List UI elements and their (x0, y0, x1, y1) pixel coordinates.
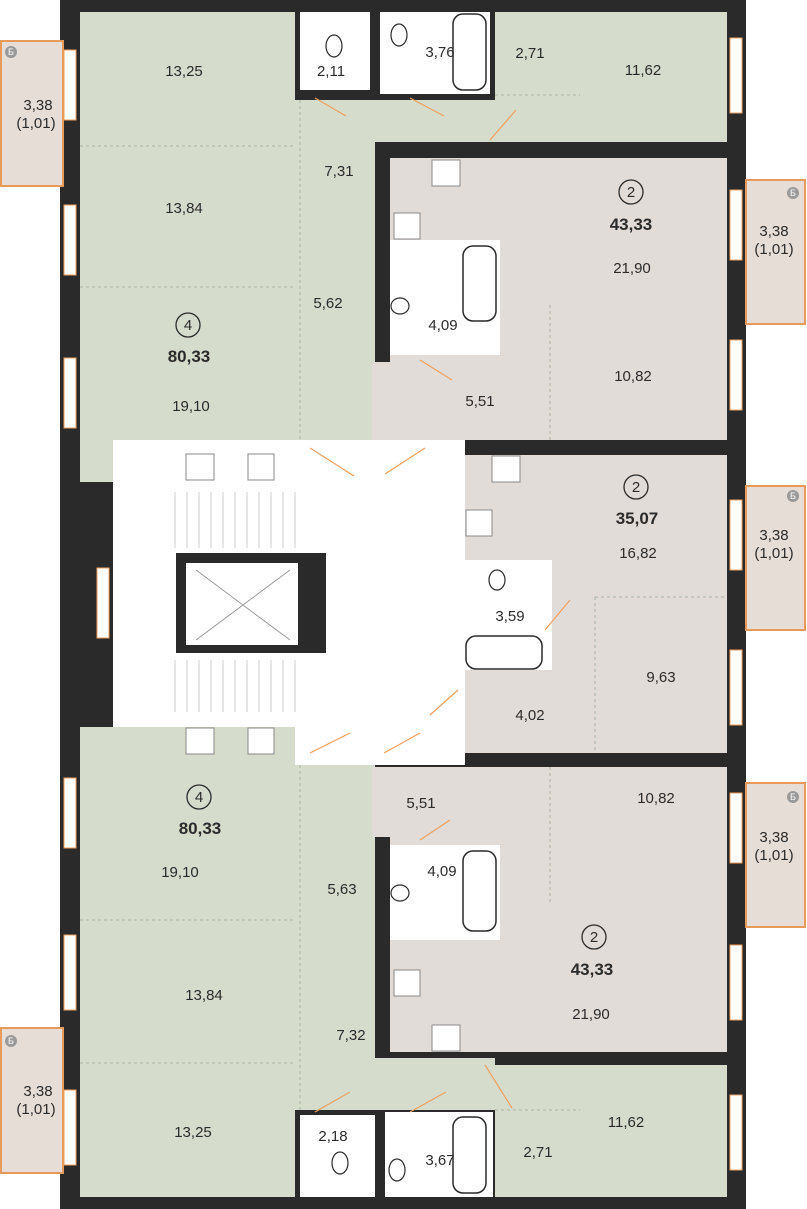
room-area: 4,02 (515, 707, 544, 724)
apartment-total-area: 80,33 (179, 819, 222, 838)
room-area: 3,59 (495, 608, 524, 625)
room-area: 4,09 (427, 863, 456, 880)
balcony-badge-label: Б (8, 1036, 14, 1046)
balcony-badge (5, 46, 17, 58)
room-bottom-left-hall (375, 1058, 495, 1110)
room-area: 3,67 (425, 1152, 454, 1169)
balcony-area: 3,38 (759, 829, 788, 846)
room-top-left-kitchen (495, 12, 727, 142)
room-area: 13,84 (185, 987, 223, 1004)
room-area: 19,10 (161, 864, 199, 881)
rooms-count: 4 (195, 789, 203, 806)
room-area: 13,25 (174, 1124, 212, 1141)
balcony-badge (787, 791, 799, 803)
room-area: 10,82 (614, 368, 652, 385)
balcony-badge-label: Б (8, 47, 14, 57)
room-area: 2,18 (318, 1128, 347, 1145)
rooms-circle (175, 312, 201, 338)
room-area: 5,62 (313, 295, 342, 312)
rooms-circle (186, 784, 212, 810)
stoves (185, 159, 521, 1052)
balcony-reduced-area: (1,01) (754, 545, 793, 562)
zone-dividers (80, 94, 727, 1111)
rooms-circle (618, 179, 644, 205)
stair-steps-upper (174, 492, 296, 548)
room-area: 4,09 (428, 317, 457, 334)
apartment-total-area: 35,07 (616, 509, 659, 528)
windows (63, 37, 743, 1171)
apartment-total-area: 43,33 (610, 215, 653, 234)
rooms-circle (623, 474, 649, 500)
room-area: 11,62 (625, 62, 661, 79)
apartment-total-area: 43,33 (571, 960, 614, 979)
balcony-badge (787, 187, 799, 199)
room-area: 16,82 (619, 545, 657, 562)
apartment-total-area: 80,33 (168, 347, 211, 366)
room-area: 2,71 (523, 1144, 552, 1161)
room-area: 7,31 (324, 163, 353, 180)
room-area: 10,82 (637, 790, 675, 807)
balcony-1: Б 3,38 (1,01) (0, 40, 64, 187)
stair-steps-lower (174, 660, 296, 712)
lift-cross-2 (195, 569, 291, 641)
room-top-right-entry (372, 362, 472, 440)
balcony-2: Б 3,38 (1,01) (745, 179, 806, 325)
room-area: 13,25 (165, 63, 203, 80)
room-bottom-right-entry (372, 767, 472, 837)
apartment-label-middle-right: 2 35,07 (616, 474, 659, 528)
room-area: 21,90 (572, 1006, 610, 1023)
sinks (247, 212, 493, 997)
balcony-reduced-area: (1,01) (16, 1101, 55, 1118)
balcony-badge (787, 490, 799, 502)
room-bottom-left-corridor (295, 765, 375, 1110)
balcony-4: Б 3,38 (1,01) (745, 782, 806, 928)
room-bottom-left-kitchen (495, 1065, 727, 1197)
balcony-reduced-area: (1,01) (754, 241, 793, 258)
balcony-badge-label: Б (790, 792, 796, 802)
rooms-count: 4 (184, 317, 192, 334)
balcony-area: 3,38 (759, 527, 788, 544)
balcony-badge (5, 1035, 17, 1047)
room-area: 5,51 (465, 393, 494, 410)
apartment-label-bottom-left: 4 80,33 (179, 784, 222, 838)
rooms-count: 2 (632, 479, 640, 496)
apartment-label-top-right: 2 43,33 (610, 179, 653, 234)
room-area: 3,76 (425, 44, 454, 61)
rooms-count: 2 (590, 929, 598, 946)
balcony-badge-label: Б (790, 491, 796, 501)
bath-fixtures (452, 13, 543, 1194)
balcony-area: 3,38 (759, 223, 788, 240)
balcony-reduced-area: (1,01) (16, 115, 55, 132)
room-top-left-main (80, 12, 295, 482)
room-area: 7,32 (336, 1027, 365, 1044)
room-area: 2,71 (515, 45, 544, 62)
door-swings (309, 97, 571, 1113)
balcony-reduced-area: (1,01) (754, 847, 793, 864)
room-area: 19,10 (172, 398, 210, 415)
room-area: 11,62 (608, 1114, 644, 1131)
wc-fixtures (325, 23, 506, 1182)
balcony-3: Б 3,38 (1,01) (745, 485, 806, 631)
room-area: 21,90 (613, 260, 651, 277)
rooms-count: 2 (627, 184, 635, 201)
room-area: 5,51 (406, 795, 435, 812)
apartment-label-bottom-right: 2 43,33 (571, 924, 614, 979)
apartment-label-top-left: 4 80,33 (168, 312, 211, 366)
room-area: 9,63 (646, 669, 675, 686)
room-bottom-left-main (80, 727, 295, 1197)
room-area-labels: 13,25 2,11 3,76 2,71 11,62 7,31 13,84 5,… (161, 44, 675, 1169)
balcony-5: Б 3,38 (1,01) (0, 1027, 64, 1174)
room-top-left-hall (375, 100, 495, 142)
balcony-area: 3,38 (23, 97, 52, 114)
room-area: 13,84 (165, 200, 203, 217)
room-area: 5,63 (327, 881, 356, 898)
rooms-circle (581, 924, 607, 950)
room-area: 2,11 (317, 63, 345, 80)
room-top-left-corridor (295, 100, 375, 440)
balcony-badge-label: Б (790, 188, 796, 198)
balcony-area: 3,38 (23, 1083, 52, 1100)
